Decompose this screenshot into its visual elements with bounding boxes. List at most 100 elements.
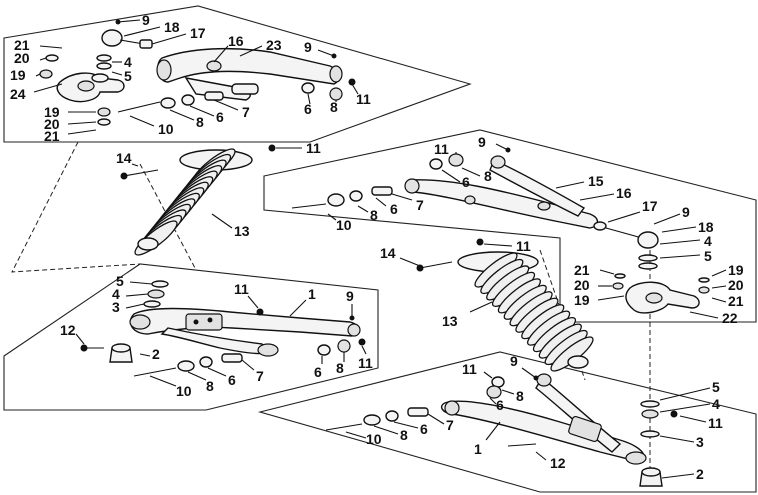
rl-callouts: 9 11 8 6 5 4 11 10 8 6 7 1 3 12 2 [366,353,723,482]
callout-label: 2 [152,346,160,362]
callout-label: 8 [196,114,204,130]
callout-label: 20 [14,50,30,66]
callout-label: 8 [330,99,338,115]
callout-label: 3 [696,434,704,450]
ul-leaders [33,19,359,135]
rl-hardware [325,375,678,487]
callout-label: 8 [516,388,524,404]
callout-label: 7 [242,104,250,120]
callout-label: 11 [434,141,449,157]
ball-joint-18 [101,29,153,49]
callout-label: 16 [228,33,244,49]
callout-label: 6 [496,397,504,413]
callout-label: 19 [574,292,590,308]
callout-label: 5 [712,379,720,395]
callout-label: 21 [574,262,590,278]
callout-label: 11 [462,361,477,377]
callout-label: 8 [206,378,214,394]
rk-callouts: 4 5 21 20 19 19 20 21 22 [574,233,744,326]
callout-label: 13 [234,223,250,239]
callout-label: 6 [216,109,224,125]
callout-label: 11 [306,140,321,156]
callout-label: 6 [462,174,470,190]
steering-knuckle-24 [56,72,125,103]
callout-label: 4 [124,54,132,70]
callout-label: 4 [112,286,120,302]
callout-label: 6 [314,364,322,380]
frame-right-upper [263,129,757,323]
callout-label: 8 [400,427,408,443]
ll-callouts: 5 4 3 11 1 9 12 2 6 8 11 10 8 6 7 [60,273,373,399]
ru-hardware [291,147,511,209]
callout-label: 11 [234,281,249,297]
ru-callouts: 11 9 8 6 15 16 17 9 18 10 8 6 7 [336,134,714,235]
left-shock-absorber-13 [134,148,253,256]
ul-callouts: 9 18 17 16 23 9 21 20 19 24 4 5 6 8 11 1… [10,12,371,144]
callout-label: 6 [390,201,398,217]
callout-label: 5 [704,248,712,264]
callout-label: 11 [708,415,723,431]
callout-label: 9 [682,204,690,220]
callout-label: 9 [510,353,518,369]
callout-label: 21 [14,37,30,53]
frame-upper-left [3,5,472,143]
callout-label: 8 [336,360,344,376]
callout-label: 15 [588,173,604,189]
callout-label: 1 [308,286,316,302]
right-shock-absorber-13 [457,251,594,372]
callout-label: 20 [574,277,590,293]
callout-label: 19 [10,67,26,83]
left-shock-callouts: 14 11 13 [116,140,321,239]
callout-label: 18 [698,219,714,235]
callout-label: 6 [420,421,428,437]
callout-label: 17 [190,25,206,41]
callout-label: 19 [44,104,60,120]
ll-leaders [75,281,367,387]
ul-small-hardware [39,19,356,126]
callout-label: 12 [60,322,76,338]
callout-label: 17 [642,198,658,214]
ll-hardware [80,280,366,377]
lower-arm-1-right [441,373,647,465]
callout-label: 13 [442,313,458,329]
callout-label: 20 [44,116,60,132]
callout-label: 7 [256,368,264,384]
callout-label: 16 [616,185,632,201]
ball-joint-18-right [593,221,659,249]
steering-knuckle-right [612,254,719,319]
callout-label: 9 [304,39,312,55]
callout-label: 9 [346,288,354,304]
callout-label: 6 [304,101,312,117]
callout-label: 19 [728,262,744,278]
callout-label: 14 [380,245,396,261]
callout-label: 21 [728,293,744,309]
callout-label: 23 [266,37,282,53]
callout-label: 21 [44,128,60,144]
callout-label: 8 [484,168,492,184]
callout-label: 5 [116,273,124,289]
callout-label: 7 [446,417,454,433]
callout-label: 4 [712,396,720,412]
ru-leaders [327,143,697,233]
callout-label: 24 [10,86,26,102]
callout-label: 4 [704,233,712,249]
callout-label: 9 [142,12,150,28]
right-shock-hardware [399,238,513,313]
callout-label: 18 [164,19,180,35]
callout-label: 11 [358,355,373,371]
frame-right-lower [257,351,757,493]
right-shock-callouts: 14 11 13 [380,238,531,329]
callout-label: 8 [370,207,378,223]
callout-label: 6 [228,372,236,388]
callout-label: 10 [336,217,352,233]
callout-label: 10 [366,431,382,447]
callout-label: 2 [696,466,704,482]
lower-arm-1-left [129,307,361,357]
callout-label: 12 [550,455,566,471]
upper-arm-15 [404,155,599,229]
left-shock-hardware [120,144,302,229]
callout-label: 22 [722,310,738,326]
callout-label: 1 [474,441,482,457]
callout-label: 9 [478,134,486,150]
